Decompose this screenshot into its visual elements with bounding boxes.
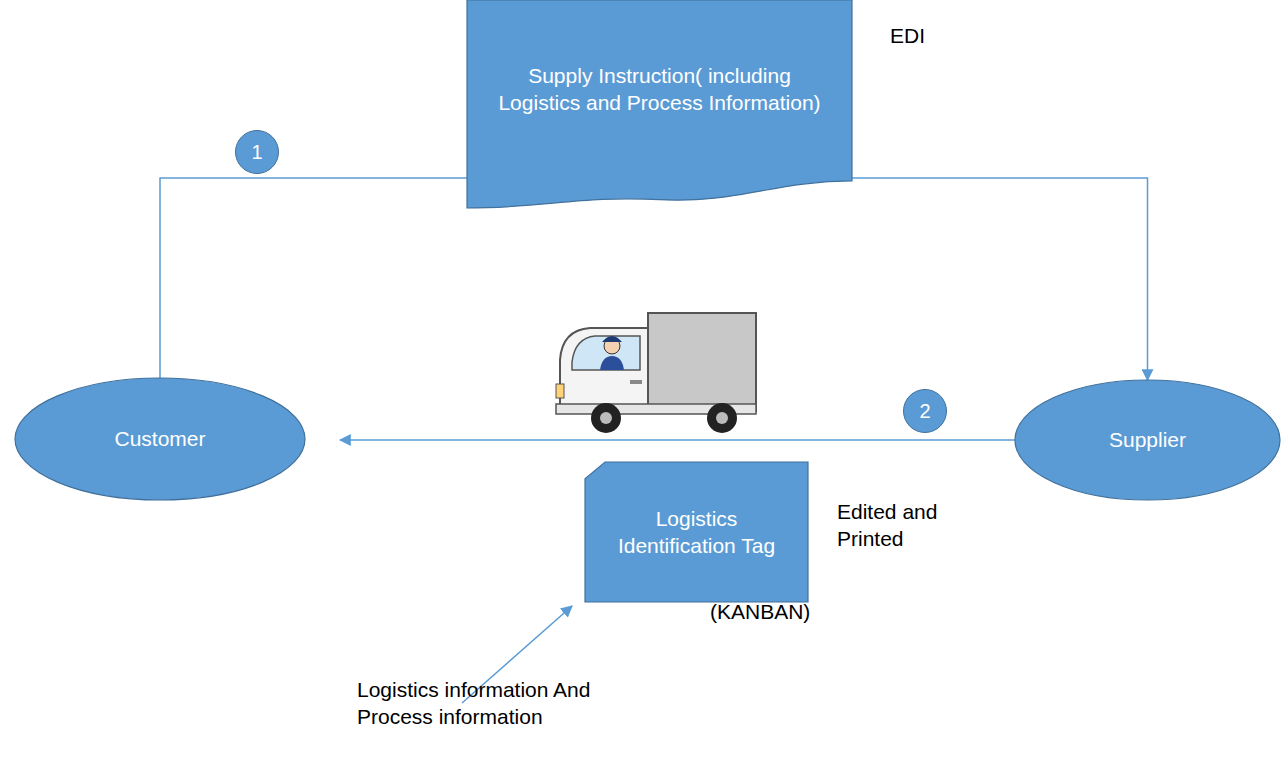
document-shape: Supply Instruction( including Logistics … bbox=[467, 0, 852, 208]
channel-label: EDI bbox=[890, 22, 925, 49]
supplier-ellipse: Supplier bbox=[1015, 380, 1280, 500]
note-label: (KANBAN) bbox=[710, 598, 810, 625]
node-text: Customer bbox=[114, 425, 205, 452]
tag-outline bbox=[585, 462, 808, 602]
flow-connector bbox=[340, 439, 1015, 441]
ellipse-fill bbox=[1015, 380, 1280, 500]
node-text: Supply Instruction( including Logistics … bbox=[497, 62, 822, 117]
kanban-tag: Logistics Identification Tag bbox=[585, 462, 808, 602]
customer-ellipse: Customer bbox=[15, 378, 305, 500]
doc-fill bbox=[467, 0, 852, 208]
node-text: Logistics Identification Tag bbox=[601, 505, 792, 560]
node-text: Supplier bbox=[1109, 426, 1186, 453]
callout-number: 1 bbox=[235, 130, 279, 174]
tag-fill bbox=[585, 462, 808, 602]
ellipse-fill bbox=[15, 378, 305, 500]
truck bbox=[556, 313, 756, 433]
callout-number: 2 bbox=[903, 389, 947, 433]
flow-connector bbox=[160, 178, 467, 378]
note-label: Logistics information And Process inform… bbox=[357, 676, 597, 731]
flow-connector bbox=[852, 178, 1148, 380]
note-label: Edited and Printed bbox=[837, 498, 977, 553]
